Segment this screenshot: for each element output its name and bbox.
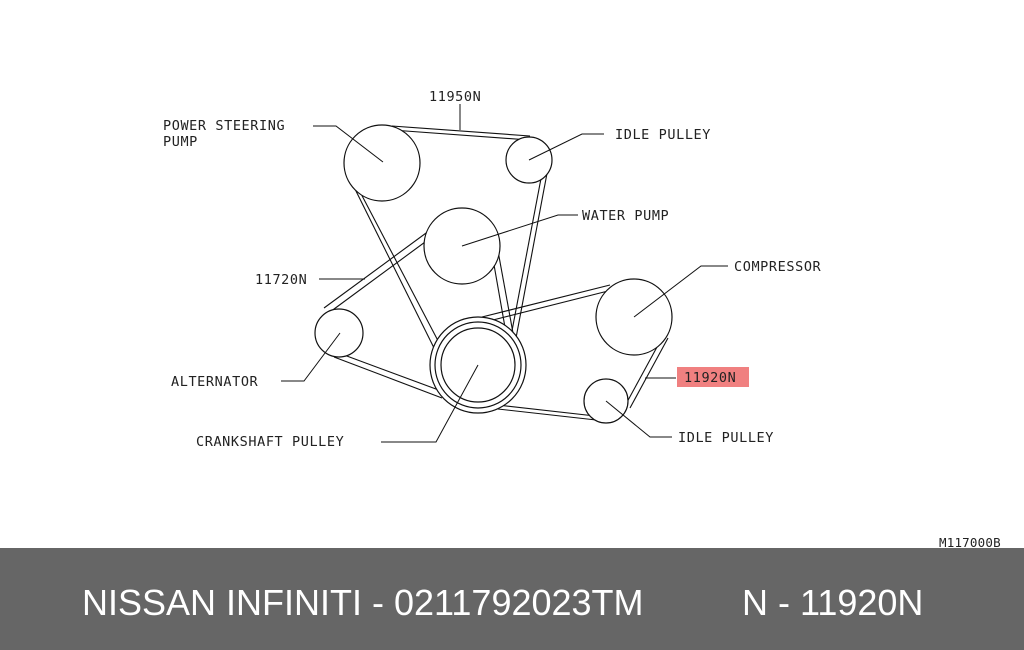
figure-code: M117000B <box>939 535 1001 548</box>
label-idle-pulley-bottom: IDLE PULLEY <box>678 430 774 446</box>
label-11950n: 11950N <box>429 89 481 105</box>
highlight-box <box>677 367 749 387</box>
label-11920n: 11920N <box>684 370 736 386</box>
footer-part-number: N - 11920N <box>742 582 924 623</box>
alternator-pulley <box>314 308 364 358</box>
footer-part-title: NISSAN INFINITI - 0211792023TM <box>82 582 644 623</box>
power-steering-pump-pulley <box>343 124 421 202</box>
label-11720n: 11720N <box>255 272 307 288</box>
leader-lines <box>281 104 728 443</box>
label-power-steering-line1: POWER STEERING <box>163 118 285 134</box>
belt-routing-diagram: 11950N POWER STEERING PUMP IDLE PULLEY W… <box>163 89 1001 548</box>
label-crankshaft-pulley: CRANKSHAFT PULLEY <box>196 434 344 450</box>
footer-bar: NISSAN INFINITI - 0211792023TM N - 11920… <box>0 548 1024 650</box>
label-power-steering-line2: PUMP <box>163 134 198 150</box>
belt-11920n <box>481 284 669 422</box>
label-water-pump: WATER PUMP <box>582 208 669 224</box>
label-idle-pulley-top: IDLE PULLEY <box>615 127 711 143</box>
belt-11950n <box>352 125 549 361</box>
label-compressor: COMPRESSOR <box>734 259 822 275</box>
label-alternator: ALTERNATOR <box>171 374 259 390</box>
